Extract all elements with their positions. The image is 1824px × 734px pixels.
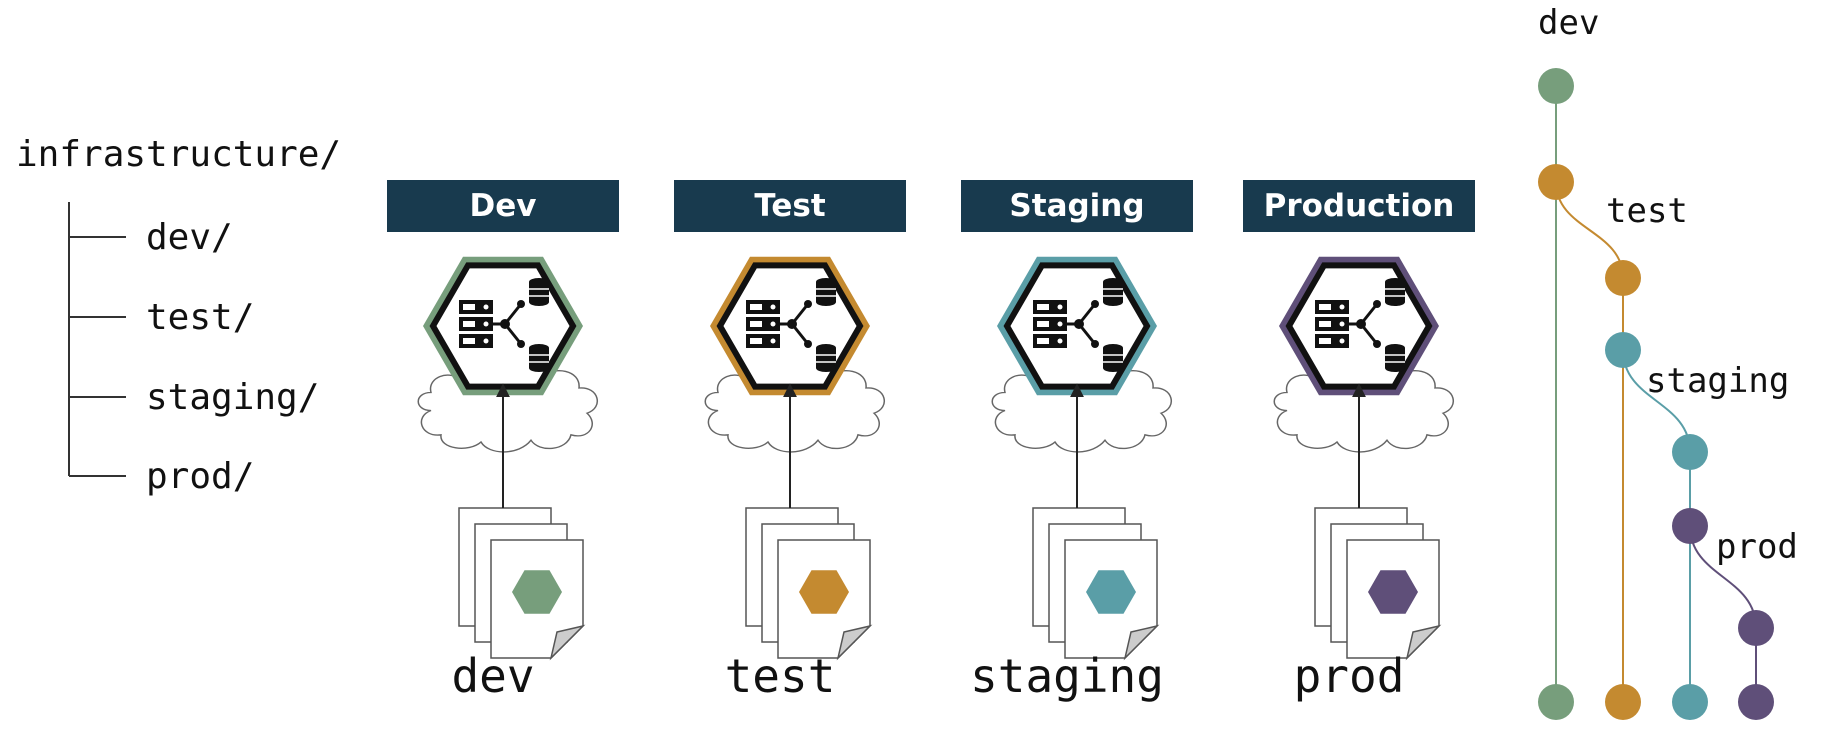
environment-header	[1243, 180, 1475, 232]
commit-node	[1538, 164, 1574, 200]
commit-node	[1605, 260, 1641, 296]
environment-prod: Production prod	[1243, 180, 1475, 703]
commit-node	[1538, 68, 1574, 104]
commit-node	[1672, 684, 1708, 720]
branch-label-test: test	[1606, 191, 1688, 231]
commit-node	[1672, 434, 1708, 470]
environments-group: Dev dev Test test Staging staging Production pr…	[387, 180, 1475, 703]
environment-folder-label: prod	[1294, 649, 1405, 703]
environment-header-label: Production	[1264, 188, 1455, 224]
environment-staging: Staging staging	[961, 180, 1193, 703]
environment-dev: Dev dev	[387, 180, 619, 703]
folder-test: test/	[146, 297, 254, 338]
environment-header	[961, 180, 1193, 232]
commit-node	[1738, 684, 1774, 720]
branch-graph: dev test staging prod	[1538, 3, 1798, 720]
config-files-icon	[1314, 507, 1442, 661]
folder-dev: dev/	[146, 217, 233, 258]
folder-tree: infrastructure/ dev/test/staging/prod/	[16, 134, 341, 497]
folder-prod: prod/	[146, 456, 254, 497]
hexagon-badge-icon	[799, 570, 849, 614]
environment-folder-label: test	[725, 649, 836, 703]
environment-test: Test test	[674, 180, 906, 703]
hexagon-badge-icon	[1086, 570, 1136, 614]
branch-label-prod: prod	[1716, 527, 1798, 567]
config-files-icon	[1032, 507, 1160, 661]
hexagon-badge-icon	[512, 570, 562, 614]
environment-header	[674, 180, 906, 232]
commit-node	[1605, 684, 1641, 720]
commit-node	[1672, 508, 1708, 544]
folder-root: infrastructure/	[16, 134, 341, 175]
commit-node	[1738, 610, 1774, 646]
environment-header-label: Staging	[1009, 188, 1144, 224]
environment-folder-label: dev	[451, 649, 534, 703]
folder-staging: staging/	[146, 377, 319, 418]
commit-node	[1605, 332, 1641, 368]
commit-node	[1538, 684, 1574, 720]
branch-label-staging: staging	[1646, 361, 1789, 401]
environment-folder-label: staging	[970, 649, 1164, 703]
branch-label-dev: dev	[1538, 3, 1599, 43]
environment-header-label: Test	[754, 188, 826, 224]
config-files-icon	[458, 507, 586, 661]
environment-header	[387, 180, 619, 232]
hexagon-badge-icon	[1368, 570, 1418, 614]
config-files-icon	[745, 507, 873, 661]
environment-header-label: Dev	[470, 188, 537, 224]
